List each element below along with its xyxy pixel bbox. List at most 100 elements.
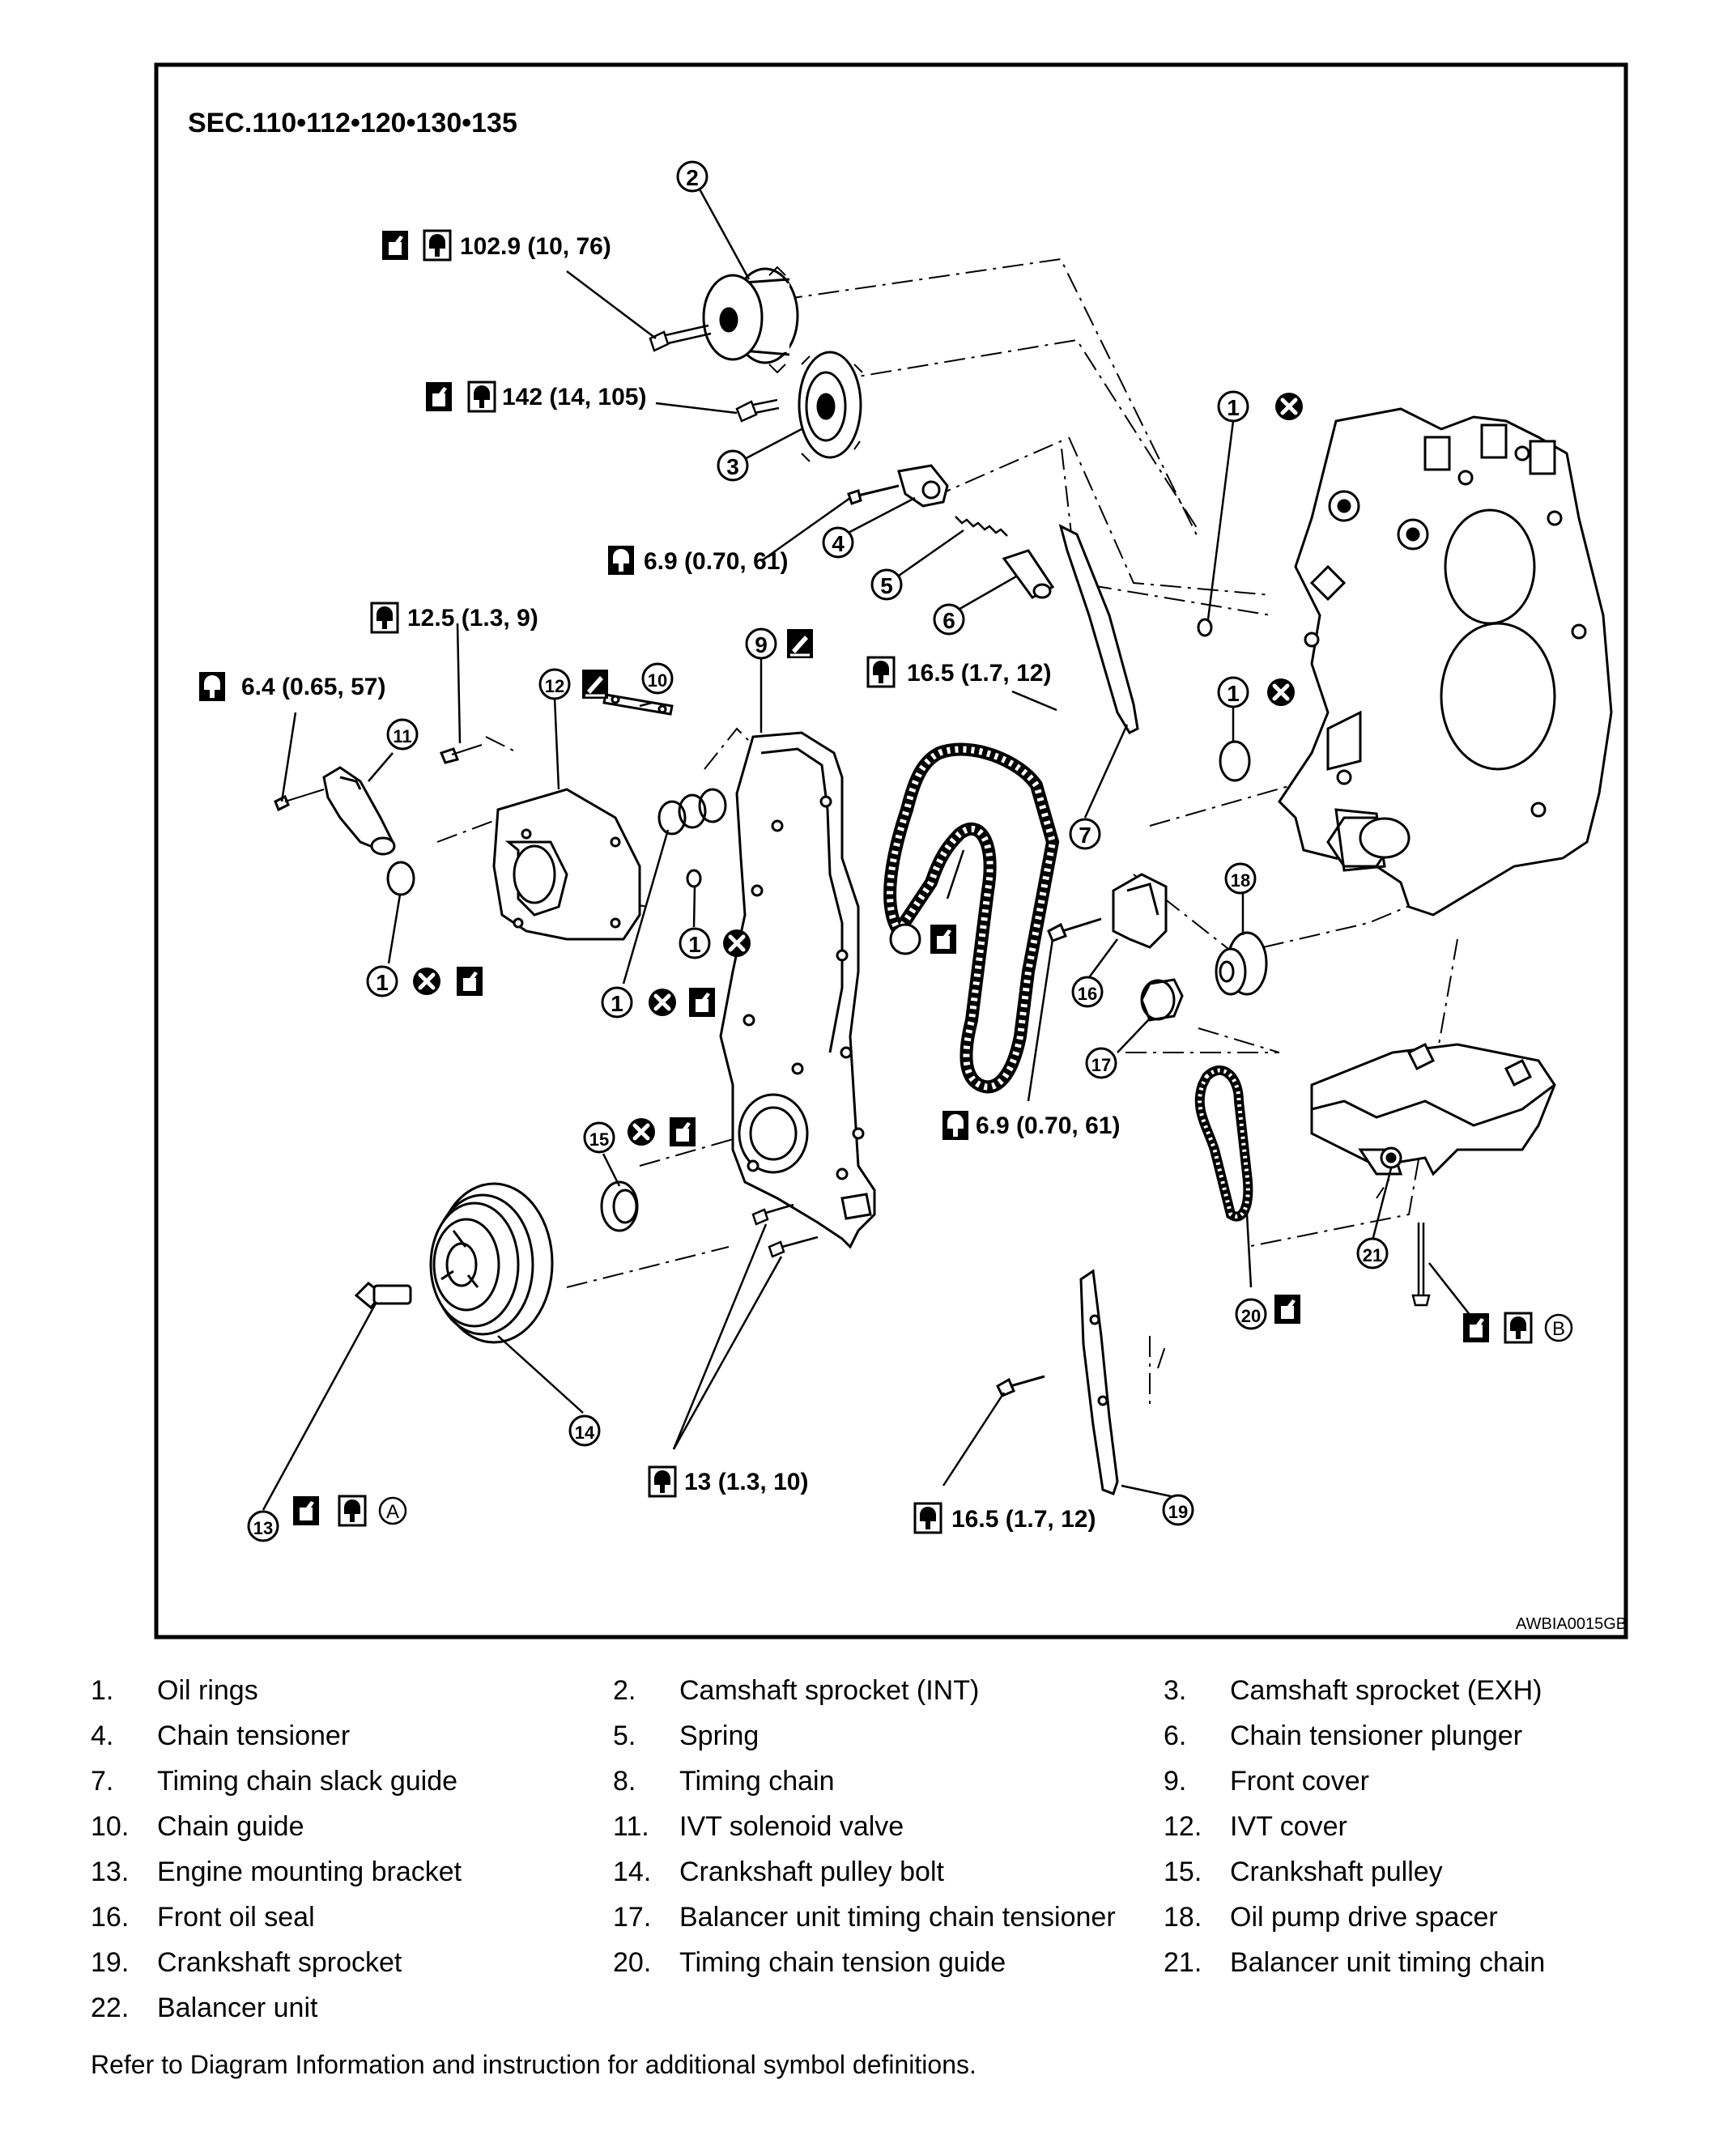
tensioner-spring xyxy=(955,516,1008,537)
liquid-gasket-icon xyxy=(581,668,610,700)
legend-text: Front oil seal xyxy=(157,1902,315,1933)
torque-16-5-b: 16.5 (1.7, 12) xyxy=(951,1506,1096,1533)
legend-text: Crankshaft pulley xyxy=(1230,1856,1443,1887)
legend-number: 4. xyxy=(91,1720,114,1751)
torque-142: 142 (14, 105) xyxy=(502,384,646,410)
balancer-timing-chain xyxy=(1194,1065,1253,1222)
int-sprocket-bolt xyxy=(649,324,712,352)
callout-1b: 1 xyxy=(1217,676,1249,708)
legend-text: IVT cover xyxy=(1230,1811,1347,1842)
torque-icon xyxy=(608,546,634,575)
oil-icon xyxy=(689,988,715,1017)
leader-lines xyxy=(262,185,1474,1511)
crankshaft-pulley-bolt xyxy=(354,1282,412,1310)
svg-text:14: 14 xyxy=(575,1423,595,1443)
legend-number: 21. xyxy=(1164,1947,1202,1978)
chain-tensioner xyxy=(847,464,949,508)
torque-16-5-a: 16.5 (1.7, 12) xyxy=(907,660,1051,687)
svg-text:15: 15 xyxy=(589,1129,609,1150)
ivt-cover xyxy=(439,744,641,941)
torque-open-icon xyxy=(338,1495,367,1527)
diagram-frame xyxy=(154,62,1628,1640)
timing-chain-slack-guide xyxy=(1058,524,1139,734)
ref-letter-a: A xyxy=(378,1496,407,1525)
svg-text:A: A xyxy=(386,1501,399,1523)
legend-text: Camshaft sprocket (INT) xyxy=(679,1675,980,1706)
legend-number: 20. xyxy=(613,1947,652,1978)
callout-18: 18 xyxy=(1224,862,1257,895)
liquid-gasket-icon xyxy=(785,627,815,660)
legend-number: 14. xyxy=(613,1856,652,1887)
legend-text: Chain guide xyxy=(157,1811,304,1842)
torque-6-9-b: 6.9 (0.70, 61) xyxy=(976,1112,1120,1139)
circle-x-icon xyxy=(1267,678,1295,706)
legend-number: 3. xyxy=(1164,1675,1187,1706)
legend-number: 1. xyxy=(91,1675,114,1706)
exploded-diagram: SEC.110•112•120•130•135 AWBIA0015GB xyxy=(154,62,1628,1640)
svg-text:9: 9 xyxy=(755,632,768,657)
callout-7: 7 xyxy=(1069,818,1101,850)
balancer-unit xyxy=(1310,1042,1556,1176)
legend-text: Chain tensioner xyxy=(157,1720,351,1751)
circle-x-icon xyxy=(649,989,676,1016)
legend-text: Timing chain tension guide xyxy=(679,1947,1006,1978)
torque-open-icon xyxy=(866,656,896,688)
legend-number: 16. xyxy=(91,1902,130,1933)
legend-number: 18. xyxy=(1164,1902,1202,1933)
callout-3: 3 xyxy=(717,449,749,482)
svg-text:7: 7 xyxy=(1079,823,1091,848)
legend-text: Spring xyxy=(679,1720,760,1751)
ivt-solenoid-valve xyxy=(274,766,396,856)
legend-number: 11. xyxy=(613,1811,649,1842)
legend-number: 22. xyxy=(91,1993,130,2023)
callout-14: 14 xyxy=(568,1414,601,1447)
callout-12: 12 xyxy=(538,668,571,700)
callout-13: 13 xyxy=(247,1510,279,1542)
torque-icon xyxy=(199,672,225,701)
svg-text:6: 6 xyxy=(942,608,955,633)
front-cover-bolts xyxy=(751,1203,819,1258)
callout-20: 20 xyxy=(1235,1298,1267,1330)
circle-x-icon xyxy=(628,1118,655,1146)
torque-open-icon xyxy=(467,381,496,413)
callout-1e: 1 xyxy=(679,927,711,959)
legend-text: IVT solenoid valve xyxy=(679,1811,904,1842)
crankshaft-pulley xyxy=(429,1182,554,1344)
section-title: SEC.110•112•120•130•135 xyxy=(188,108,517,138)
figure-code: AWBIA0015GB xyxy=(1516,1615,1627,1633)
svg-text:20: 20 xyxy=(1241,1306,1261,1326)
symbol-icons xyxy=(199,229,1533,1534)
legend-text: Balancer unit timing chain xyxy=(1230,1947,1546,1978)
callout-21: 21 xyxy=(1356,1237,1389,1270)
torque-open-icon xyxy=(370,602,399,634)
balancer-bolt xyxy=(1411,1223,1431,1307)
legend-number: 6. xyxy=(1164,1720,1187,1751)
ref-letter-b: B xyxy=(1544,1313,1573,1342)
callout-2: 2 xyxy=(676,160,708,193)
legend-text: Balancer unit timing chain tensioner xyxy=(679,1902,1116,1933)
svg-text:B: B xyxy=(1552,1318,1565,1340)
callout-1a: 1 xyxy=(1217,390,1249,423)
svg-text:5: 5 xyxy=(880,573,893,598)
legend-number: 8. xyxy=(613,1766,636,1797)
circle-x-icon xyxy=(413,968,440,995)
callout-1d: 1 xyxy=(601,986,633,1019)
legend-number: 9. xyxy=(1164,1766,1187,1797)
legend-number: 5. xyxy=(613,1720,636,1751)
legend-number: 2. xyxy=(613,1675,636,1706)
svg-text:13: 13 xyxy=(253,1518,273,1538)
callout-1c: 1 xyxy=(366,965,398,997)
callout-16: 16 xyxy=(1071,976,1104,1008)
svg-text:18: 18 xyxy=(1231,870,1250,891)
legend-text: Oil rings xyxy=(157,1675,258,1706)
svg-text:1: 1 xyxy=(1227,395,1240,420)
engine-block xyxy=(1278,407,1613,917)
footnote: Refer to Diagram Information and instruc… xyxy=(91,2050,976,2079)
callout-17: 17 xyxy=(1085,1047,1117,1079)
torque-icon xyxy=(942,1111,968,1140)
chain-guide xyxy=(602,693,674,716)
legend-number: 7. xyxy=(91,1766,114,1797)
callout-5: 5 xyxy=(870,568,903,601)
callout-4: 4 xyxy=(822,526,854,559)
svg-text:16: 16 xyxy=(1078,984,1097,1004)
